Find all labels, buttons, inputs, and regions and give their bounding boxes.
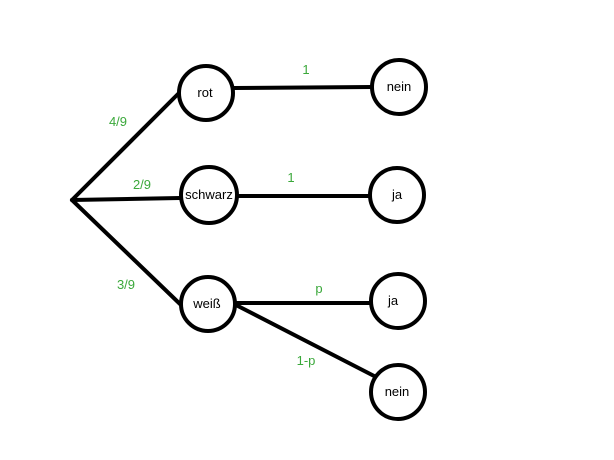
node-weiss-nein: nein xyxy=(369,363,427,421)
edge-label-weiss-nein: 1-p xyxy=(297,353,316,368)
node-circle xyxy=(177,64,235,122)
edge-label-schwarz-ja: 1 xyxy=(287,170,294,185)
edge-label-weiss-ja: p xyxy=(315,281,322,296)
edge-label-root-rot: 4/9 xyxy=(109,114,127,129)
node-circle xyxy=(369,272,427,330)
edge-rot-nein xyxy=(232,85,374,90)
node-label: nein xyxy=(387,79,412,94)
node-circle xyxy=(370,58,428,116)
node-label: schwarz xyxy=(185,187,233,202)
node-circle xyxy=(179,275,237,333)
node-label: weiß xyxy=(192,296,221,311)
node-rot-nein: nein xyxy=(370,58,428,116)
edge-weiss-nein xyxy=(232,302,380,380)
node-circle xyxy=(179,165,239,225)
node-label: ja xyxy=(391,187,403,202)
node-label: ja xyxy=(387,293,399,308)
edge-label-rot-nein: 1 xyxy=(302,62,309,77)
edge-root-weiss xyxy=(70,198,182,306)
node-schwarz-ja: ja xyxy=(368,166,426,224)
edge-root-schwarz xyxy=(70,196,182,202)
node-circle xyxy=(369,363,427,421)
node-schwarz: schwarz xyxy=(179,165,239,225)
node-circle xyxy=(368,166,426,224)
node-rot: rot xyxy=(177,64,235,122)
node-label: nein xyxy=(385,384,410,399)
node-label: rot xyxy=(197,85,213,100)
edge-label-root-schwarz: 2/9 xyxy=(133,177,151,192)
edge-label-root-weiss: 3/9 xyxy=(117,277,135,292)
edge-root-rot xyxy=(70,90,182,202)
node-weiss-ja: ja xyxy=(369,272,427,330)
node-weiss: weiß xyxy=(179,275,237,333)
